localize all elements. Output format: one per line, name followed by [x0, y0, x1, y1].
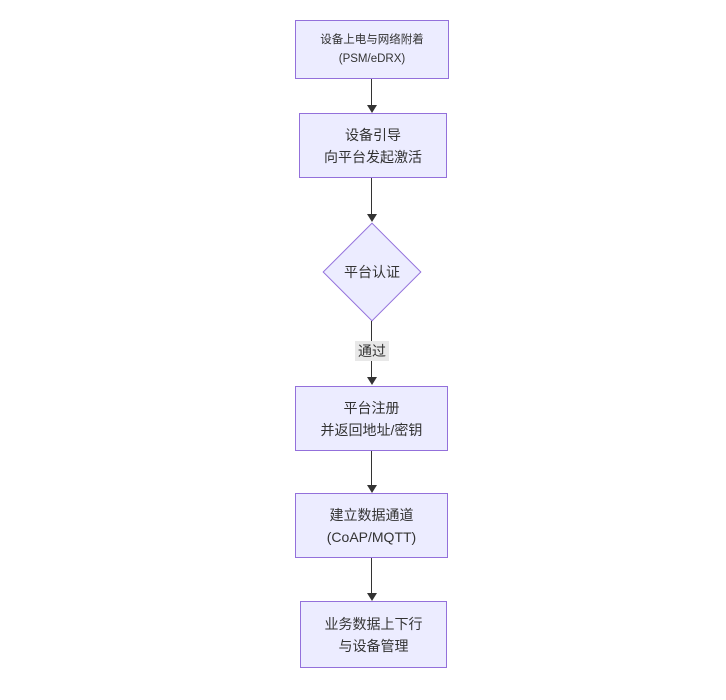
- node-text-line: (PSM/eDRX): [338, 52, 406, 65]
- node-text-line: 并返回地址/密钥: [320, 421, 423, 438]
- node-text-line: 设备引导: [345, 126, 401, 143]
- node-text-line: 平台注册: [343, 399, 400, 416]
- edge-arrowhead: [367, 105, 377, 113]
- node-text-line: 与设备管理: [338, 637, 409, 654]
- edge-arrowhead: [367, 593, 377, 601]
- edge-arrowhead: [367, 377, 377, 385]
- node-device-power-on: 设备上电与网络附着 (PSM/eDRX): [295, 20, 449, 79]
- edge-line: [371, 451, 372, 486]
- node-platform-auth-decision: 平台认证: [322, 222, 422, 321]
- edge-label-pass: 通过: [355, 341, 389, 361]
- node-text-line: 建立数据通道: [329, 506, 414, 523]
- edge-line: [371, 558, 372, 594]
- node-business-data: 业务数据上下行 与设备管理: [300, 601, 447, 668]
- node-platform-register: 平台注册 并返回地址/密钥: [295, 386, 448, 451]
- node-text-line: (CoAP/MQTT): [326, 528, 417, 545]
- edge-arrowhead: [367, 214, 377, 222]
- node-text-line: 平台认证: [344, 263, 400, 280]
- node-text-line: 设备上电与网络附着: [320, 33, 424, 46]
- edge-arrowhead: [367, 485, 377, 493]
- node-data-channel: 建立数据通道 (CoAP/MQTT): [295, 493, 448, 558]
- edge-line: [371, 178, 372, 215]
- edge-line: [371, 79, 372, 106]
- node-device-bootstrap: 设备引导 向平台发起激活: [299, 113, 447, 178]
- node-text-line: 向平台发起激活: [324, 148, 422, 165]
- node-text-line: 业务数据上下行: [324, 615, 423, 632]
